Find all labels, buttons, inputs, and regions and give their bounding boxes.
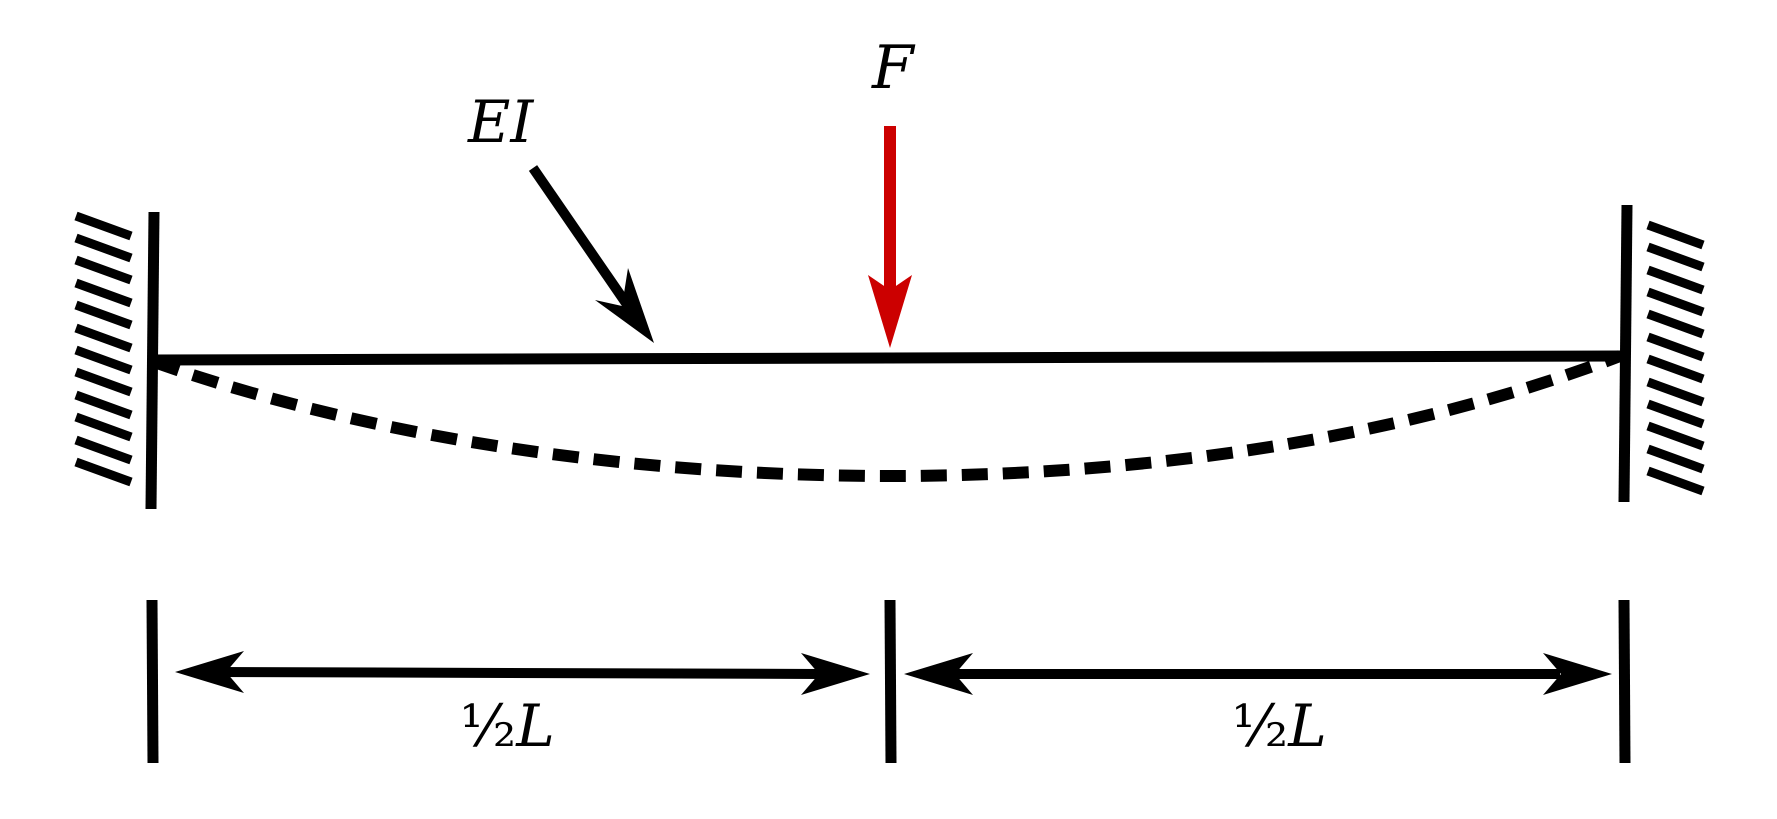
deflected-shape [152,350,1623,483]
dimension-tick-middle [884,599,897,764]
dimension-ticks [146,599,1631,764]
left-span-symbol: L [515,692,555,760]
left-dimension-arrow [175,651,870,695]
stiffness-pointer-arrow [528,165,654,343]
beam [150,350,1625,366]
stiffness-label: EI [467,88,534,156]
right-wall-line [1618,204,1633,503]
right-span-label: ½L [1232,692,1327,760]
left-wall-hatching [74,211,133,487]
load-label: F [871,33,916,103]
right-span-symbol: L [1287,692,1327,760]
right-fixed-support [1618,204,1705,503]
load-arrow-head [868,275,912,348]
load-arrow [868,126,912,348]
right-wall-hatching [1646,220,1705,496]
left-span-fraction: ½ [460,692,516,760]
left-fixed-support [74,211,160,510]
left-span-label: ½L [460,692,555,760]
right-dimension-arrow [904,653,1612,695]
dimension-tick-right [1618,599,1631,764]
right-span-fraction: ½ [1232,692,1288,760]
dimension-tick-left [146,599,159,764]
